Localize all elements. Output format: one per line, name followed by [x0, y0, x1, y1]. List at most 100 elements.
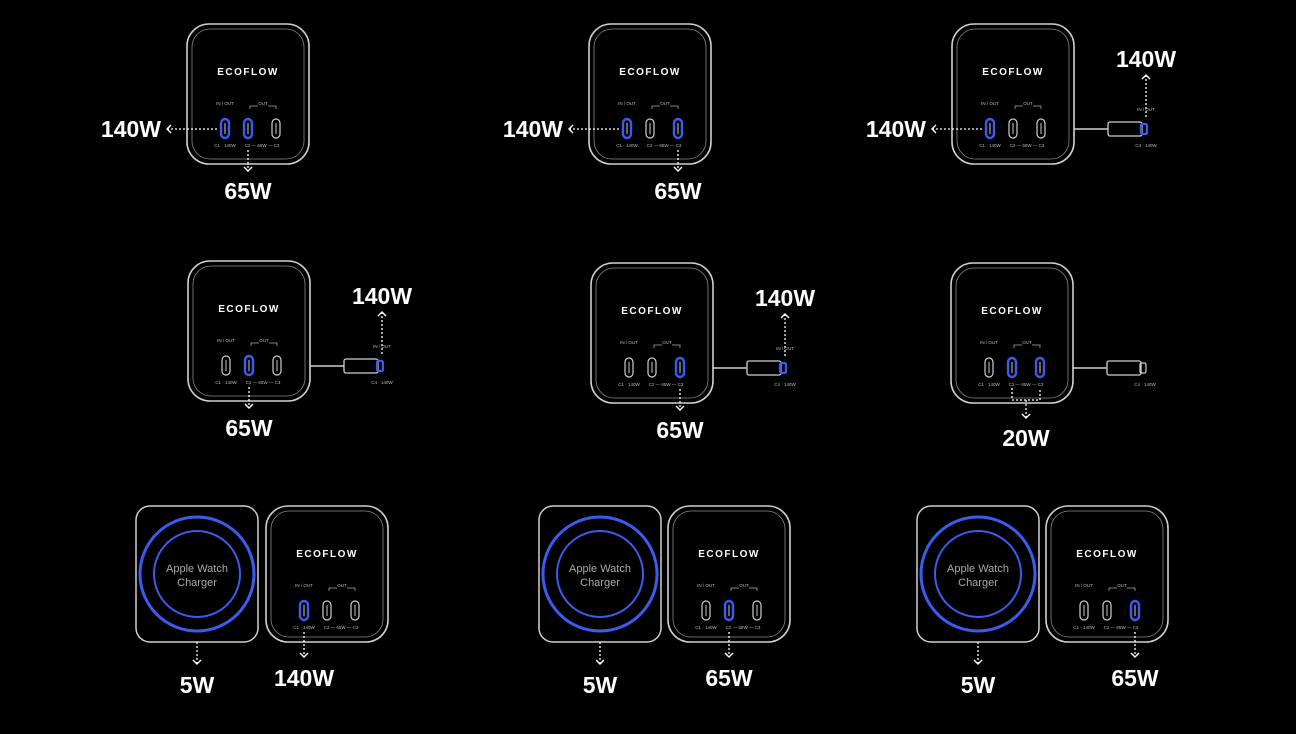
charger-inner-outline	[270, 510, 384, 638]
cable-connector	[746, 360, 782, 376]
out-bracket	[1108, 587, 1136, 591]
charger-outline	[265, 505, 389, 643]
usb-c-port-c1	[984, 357, 994, 378]
charger-inner-outline	[593, 28, 707, 160]
label-c4: C4 · 140W	[1134, 382, 1156, 387]
usb-c-port-c2	[242, 117, 254, 140]
arrow-head	[931, 124, 937, 134]
label-in-out: IN / OUT	[1075, 583, 1093, 588]
watch-charger-inner-ring	[556, 530, 644, 618]
label-c1: C1 · 140W	[978, 382, 1000, 387]
charger-outline	[1045, 505, 1169, 643]
brand-logo: ECOFLOW	[296, 549, 358, 560]
label-c4: C4 · 140W	[774, 382, 796, 387]
arrow-head	[1021, 413, 1031, 419]
usb-c-port-c3	[752, 600, 762, 621]
out-bracket	[328, 587, 356, 591]
label-c1: C1 · 140W	[618, 382, 640, 387]
dotted-arrow-line	[1011, 388, 1041, 418]
arrow-head	[568, 124, 574, 134]
brand-logo: ECOFLOW	[218, 304, 280, 315]
usb-c-port-c1	[219, 117, 231, 140]
usb-c-port-c2	[243, 354, 255, 377]
usb-c-port-c1	[621, 117, 633, 140]
watch-charger-inner-ring	[153, 530, 241, 618]
label-out: OUT	[1022, 340, 1032, 345]
label-out: OUT	[739, 583, 749, 588]
arrow-head	[192, 659, 202, 665]
output-label-c3: 65W	[654, 178, 702, 204]
label-c4-in-out: IN / OUT	[776, 346, 794, 351]
output-label-c4: 140W	[352, 283, 412, 309]
arrow-head	[595, 659, 605, 665]
output-label-watch: 5W	[961, 672, 996, 698]
usb-c-port-c1	[701, 600, 711, 621]
watch-charger-label-line2: Charger	[580, 577, 620, 589]
out-bracket	[651, 105, 679, 109]
arrow-head	[299, 652, 309, 658]
label-c1: C1 · 140W	[1073, 625, 1095, 630]
watch-charger-label-line1: Apple Watch	[947, 563, 1009, 575]
usb-c-port-c2	[645, 118, 655, 139]
brand-logo: ECOFLOW	[619, 67, 681, 78]
cable-connector	[1106, 360, 1142, 376]
charger-inner-outline	[956, 28, 1070, 160]
label-c1: C1 · 140W	[293, 625, 315, 630]
output-label-c3: 65W	[656, 417, 704, 443]
usb-c-port-c4	[1139, 362, 1147, 374]
out-bracket	[730, 587, 758, 591]
usb-c-port-c3	[271, 118, 281, 139]
label-in-out: IN / OUT	[620, 340, 638, 345]
out-bracket	[1013, 344, 1041, 348]
charger-inner-outline	[191, 28, 305, 160]
usb-c-port-c3	[1129, 599, 1141, 622]
label-in-out: IN / OUT	[217, 338, 235, 343]
brand-logo: ECOFLOW	[982, 67, 1044, 78]
output-label-watch: 5W	[180, 672, 215, 698]
output-label-charger: 140W	[274, 665, 334, 691]
output-label-charger: 65W	[705, 665, 753, 691]
label-c2-c3: C2 — 65W — C3	[726, 625, 761, 630]
label-c2-c3: C2 — 65W — C3	[324, 625, 359, 630]
output-label-c4: 140W	[1116, 46, 1176, 72]
usb-c-port-c3	[674, 356, 686, 379]
usb-c-port-c1	[984, 117, 996, 140]
label-out: OUT	[662, 340, 672, 345]
usb-c-port-c2	[1102, 600, 1112, 621]
usb-c-port-c2	[1006, 356, 1018, 379]
label-out: OUT	[259, 338, 269, 343]
output-label-c4: 140W	[755, 285, 815, 311]
label-in-out: IN / OUT	[216, 101, 234, 106]
watch-charger-label-line2: Charger	[177, 577, 217, 589]
usb-c-port-c2	[1008, 118, 1018, 139]
arrow-head	[166, 124, 172, 134]
arrow-head	[675, 405, 685, 411]
output-label-c2: 65W	[225, 415, 273, 441]
label-in-out: IN / OUT	[980, 340, 998, 345]
output-label-c1: 140W	[101, 116, 161, 142]
watch-charger-outer-ring	[541, 515, 659, 633]
label-c2-c3: C2 — 65W — C3	[1104, 625, 1139, 630]
arrow-head	[1141, 74, 1151, 80]
usb-c-port-c1	[624, 357, 634, 378]
arrow-head	[243, 166, 253, 172]
usb-c-port-c1	[1079, 600, 1089, 621]
arrow-head	[973, 659, 983, 665]
arrow-head	[244, 403, 254, 409]
label-c1: C1 · 140W	[616, 143, 638, 148]
arrow-head	[780, 313, 790, 319]
label-c4-in-out: IN / OUT	[1137, 107, 1155, 112]
usb-c-port-c3	[1034, 356, 1046, 379]
usb-c-port-c3	[350, 600, 360, 621]
out-bracket	[250, 342, 278, 346]
usb-c-port-c3	[272, 355, 282, 376]
arrow-head	[724, 652, 734, 658]
output-label-c2: 65W	[224, 178, 272, 204]
label-out: OUT	[1117, 583, 1127, 588]
label-c1: C1 · 140W	[979, 143, 1001, 148]
